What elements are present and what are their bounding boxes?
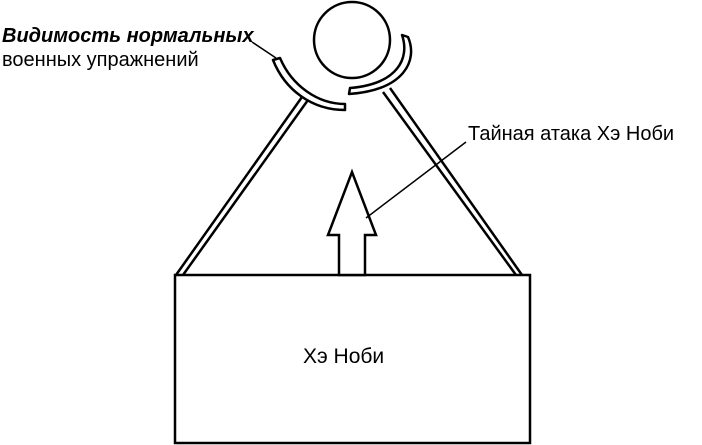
- visibility-label-line2: военных упражнений: [2, 49, 199, 71]
- upward-arrow: [326, 168, 378, 277]
- visibility-label-line1: Видимость нормальных: [2, 25, 254, 47]
- secret-attack-leader-line: [365, 141, 467, 219]
- secret-attack-label: Тайная атака Хэ Ноби: [468, 123, 675, 145]
- right-support-pole: [381, 87, 524, 276]
- left-crescent-arc: [271, 56, 347, 112]
- right-crescent-arc: [347, 33, 413, 96]
- head-circle: [312, 0, 392, 80]
- box-label: Хэ Ноби: [303, 345, 385, 368]
- hienobi-box: [173, 273, 532, 445]
- visibility-leader-line: [251, 41, 277, 59]
- left-support-pole: [174, 96, 310, 276]
